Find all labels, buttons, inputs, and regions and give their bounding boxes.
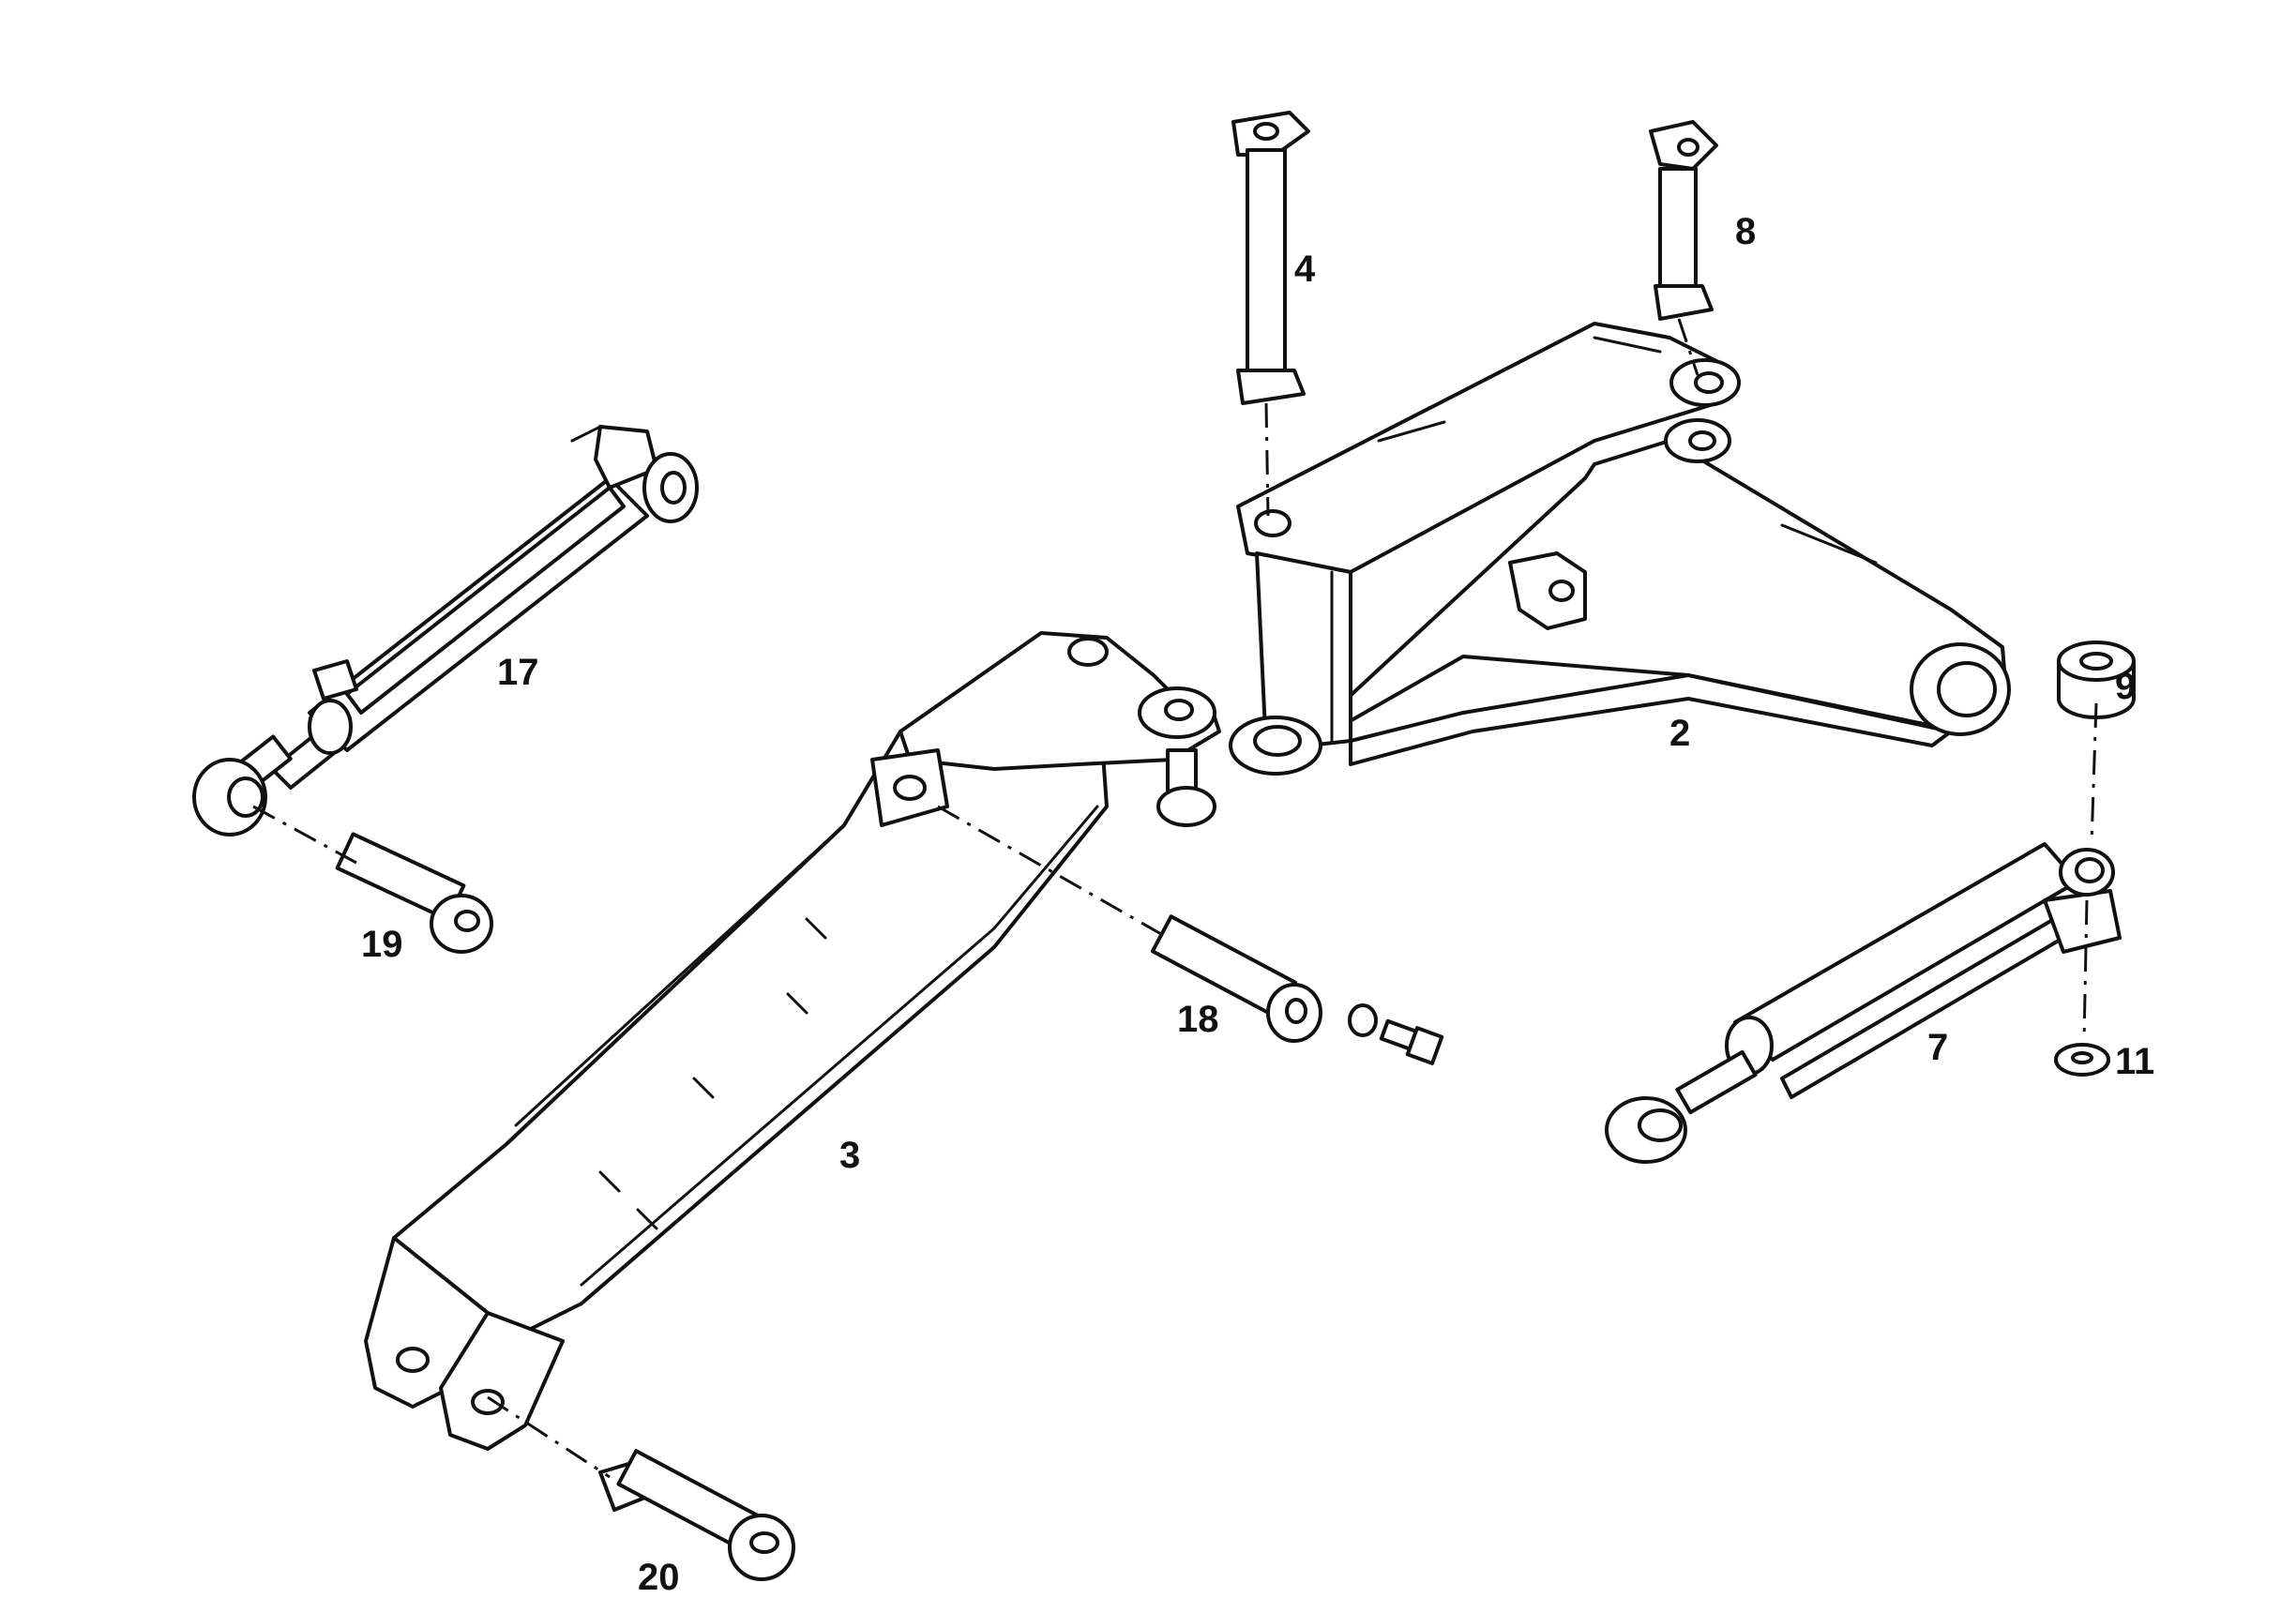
part-17-cylinder — [192, 425, 699, 837]
assembly-center-lines — [252, 318, 2098, 1479]
callout-4: 4 — [1294, 249, 1316, 290]
callout-9: 9 — [2115, 666, 2136, 707]
part-9-bush — [2057, 641, 2136, 719]
callout-8: 8 — [1735, 211, 1756, 252]
part-8-pin — [1649, 120, 1718, 321]
callout-17: 17 — [497, 652, 539, 693]
part-18-pin — [1150, 914, 1444, 1065]
part-19-pin — [335, 832, 493, 954]
callout-7: 7 — [1927, 1027, 1948, 1068]
part-20-pin — [598, 1449, 795, 1581]
callout-3: 3 — [839, 1135, 860, 1176]
part-4-pin — [1231, 111, 1310, 405]
callout-19: 19 — [361, 924, 403, 965]
part-3-boom — [364, 631, 1221, 1451]
callout-11: 11 — [2115, 1041, 2154, 1082]
part-2-kingpost — [1229, 322, 2011, 776]
part-7-cylinder — [1605, 842, 2122, 1164]
part-11-washer — [2054, 1043, 2110, 1077]
callout-20: 20 — [638, 1557, 680, 1598]
callout-18: 18 — [1177, 999, 1219, 1040]
callout-2: 2 — [1669, 713, 1690, 754]
